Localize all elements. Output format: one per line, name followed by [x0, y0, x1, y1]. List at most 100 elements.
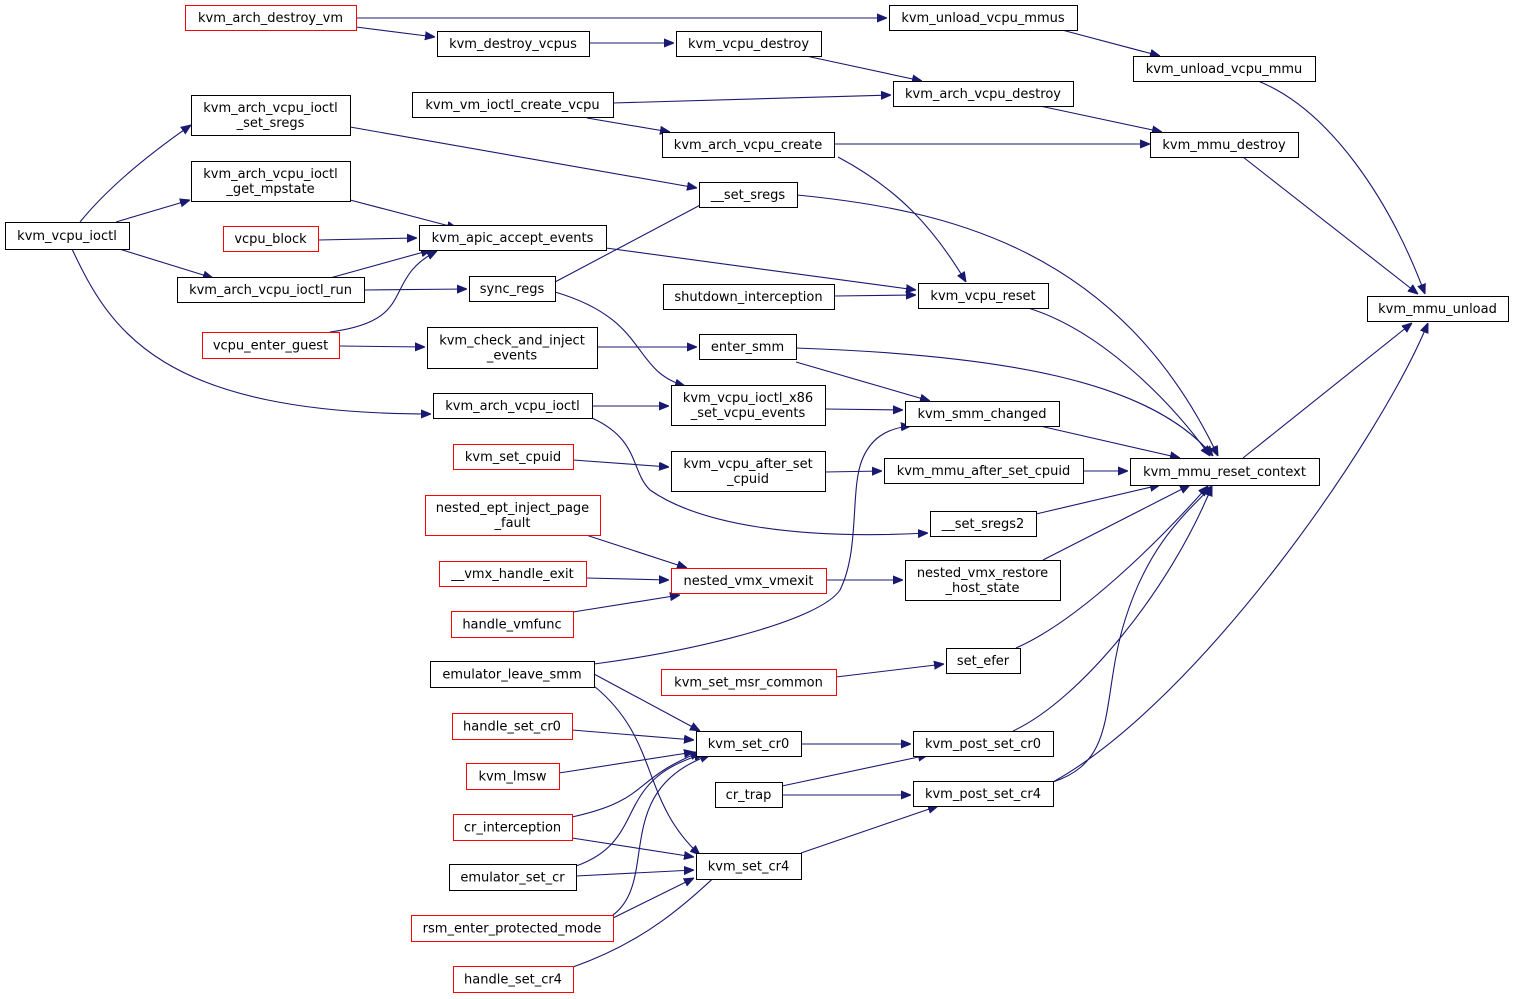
function-node-rsm-enter-protected-mode[interactable]: rsm_enter_protected_mode [411, 915, 614, 942]
function-node-kvm-mmu-unload[interactable]: kvm_mmu_unload [1367, 296, 1509, 322]
function-node-sync-regs[interactable]: sync_regs [469, 276, 556, 302]
function-node-kvm-set-cr4[interactable]: kvm_set_cr4 [696, 853, 802, 880]
function-node-kvm-arch-vcpu-ioctl-set-sregs[interactable]: kvm_arch_vcpu_ioctl_set_sregs [191, 95, 351, 136]
function-node---set-sregs[interactable]: __set_sregs [699, 182, 798, 208]
node-box [425, 495, 601, 536]
function-node-kvm-vcpu-after-set-cpuid[interactable]: kvm_vcpu_after_set_cpuid [671, 451, 826, 492]
node-box [1130, 458, 1320, 486]
node-label: kvm_mmu_unload [1378, 302, 1497, 317]
call-edge [329, 251, 437, 333]
node-box [451, 611, 574, 638]
call-edge [571, 751, 700, 818]
call-edge [1242, 323, 1412, 459]
call-edge [612, 878, 694, 919]
function-node-kvm-vcpu-destroy[interactable]: kvm_vcpu_destroy [676, 31, 822, 57]
function-node-set-efer[interactable]: set_efer [946, 648, 1021, 674]
node-label: kvm_set_cpuid [465, 450, 561, 465]
node-box [185, 5, 357, 31]
function-node-kvm-destroy-vcpus[interactable]: kvm_destroy_vcpus [437, 31, 590, 57]
function-node-kvm-check-and-inject-events[interactable]: kvm_check_and_inject_events [427, 327, 598, 369]
function-node-kvm-arch-vcpu-destroy[interactable]: kvm_arch_vcpu_destroy [893, 81, 1074, 107]
function-node-cr-trap[interactable]: cr_trap [715, 782, 783, 808]
node-label: sync_regs [480, 282, 545, 297]
call-edge [593, 426, 911, 665]
function-node-handle-set-cr0[interactable]: handle_set_cr0 [452, 713, 573, 740]
node-box [918, 283, 1049, 309]
function-node-kvm-mmu-reset-context[interactable]: kvm_mmu_reset_context [1130, 458, 1320, 486]
function-node-emulator-set-cr[interactable]: emulator_set_cr [449, 864, 577, 891]
node-box [663, 284, 835, 310]
function-node-kvm-vcpu-ioctl[interactable]: kvm_vcpu_ioctl [5, 222, 130, 250]
function-node-vcpu-block[interactable]: vcpu_block [223, 226, 319, 252]
call-edge [572, 595, 680, 613]
node-label: _set_vcpu_events [690, 406, 806, 421]
function-node-kvm-vm-ioctl-create-vcpu[interactable]: kvm_vm_ioctl_create_vcpu [412, 92, 614, 118]
node-label: kvm_set_msr_common [674, 676, 823, 691]
function-node-shutdown-interception[interactable]: shutdown_interception [663, 284, 835, 310]
function-node-kvm-mmu-after-set-cpuid[interactable]: kvm_mmu_after_set_cpuid [884, 458, 1084, 484]
function-node-kvm-set-msr-common[interactable]: kvm_set_msr_common [661, 669, 837, 696]
node-label: handle_vmfunc [462, 618, 561, 633]
node-box [696, 853, 802, 880]
function-node-kvm-lmsw[interactable]: kvm_lmsw [466, 763, 560, 790]
node-label: _cpuid [726, 472, 769, 487]
function-node-kvm-mmu-destroy[interactable]: kvm_mmu_destroy [1150, 132, 1299, 158]
call-edges [71, 18, 1428, 968]
call-edge [329, 250, 431, 279]
node-label: nested_vmx_restore [917, 566, 1048, 581]
node-box [661, 669, 837, 696]
call-edge [837, 156, 966, 282]
function-node-emulator-leave-smm[interactable]: emulator_leave_smm [430, 661, 595, 688]
function-node-enter-smm[interactable]: enter_smm [699, 334, 797, 360]
node-box [411, 915, 614, 942]
function-node-kvm-set-cr0[interactable]: kvm_set_cr0 [696, 731, 802, 757]
node-label: kvm_arch_vcpu_ioctl [203, 167, 338, 182]
node-label: kvm_smm_changed [917, 407, 1046, 422]
node-box [893, 81, 1074, 107]
call-edge [1257, 80, 1425, 294]
node-label: kvm_mmu_destroy [1162, 138, 1286, 153]
node-label: kvm_arch_vcpu_ioctl_run [189, 283, 352, 298]
function-node-kvm-arch-vcpu-create[interactable]: kvm_arch_vcpu_create [662, 132, 835, 158]
node-box [469, 276, 556, 302]
function-node-vcpu-enter-guest[interactable]: vcpu_enter_guest [202, 332, 340, 359]
node-box [453, 814, 573, 841]
function-node-handle-set-cr4[interactable]: handle_set_cr4 [453, 966, 574, 993]
function-node-nested-vmx-restore-host-state[interactable]: nested_vmx_restore_host_state [905, 560, 1061, 601]
function-node-kvm-post-set-cr0[interactable]: kvm_post_set_cr0 [913, 731, 1054, 757]
node-label: __set_sregs2 [941, 517, 1025, 532]
function-node-kvm-post-set-cr4[interactable]: kvm_post_set_cr4 [913, 781, 1054, 807]
function-node-handle-vmfunc[interactable]: handle_vmfunc [451, 611, 574, 638]
call-edge [591, 417, 928, 535]
function-node-kvm-smm-changed[interactable]: kvm_smm_changed [905, 401, 1060, 427]
call-edge [317, 238, 417, 240]
function-node-kvm-set-cpuid[interactable]: kvm_set_cpuid [453, 444, 574, 470]
function-node-kvm-arch-vcpu-ioctl-run[interactable]: kvm_arch_vcpu_ioctl_run [177, 277, 365, 303]
function-node-kvm-arch-destroy-vm[interactable]: kvm_arch_destroy_vm [185, 5, 357, 31]
function-node-nested-vmx-vmexit[interactable]: nested_vmx_vmexit [671, 568, 827, 594]
node-box [889, 5, 1078, 31]
function-node-kvm-arch-vcpu-ioctl-get-mpstate[interactable]: kvm_arch_vcpu_ioctl_get_mpstate [191, 161, 351, 202]
node-box [1150, 132, 1299, 158]
node-label: rsm_enter_protected_mode [423, 922, 602, 937]
function-node---vmx-handle-exit[interactable]: __vmx_handle_exit [439, 561, 587, 587]
node-box [905, 560, 1061, 601]
node-label: kvm_check_and_inject [439, 334, 585, 349]
function-node---set-sregs2[interactable]: __set_sregs2 [930, 511, 1037, 537]
function-node-nested-ept-inject-page-fault[interactable]: nested_ept_inject_page_fault [425, 495, 601, 536]
call-edge [115, 247, 213, 278]
function-node-kvm-unload-vcpu-mmu[interactable]: kvm_unload_vcpu_mmu [1133, 56, 1316, 82]
call-edge [796, 194, 1218, 456]
function-node-kvm-vcpu-reset[interactable]: kvm_vcpu_reset [918, 283, 1049, 309]
function-node-kvm-apic-accept-events[interactable]: kvm_apic_accept_events [419, 225, 607, 251]
node-label: emulator_set_cr [460, 871, 565, 886]
call-edge [833, 295, 916, 296]
function-node-kvm-arch-vcpu-ioctl[interactable]: kvm_arch_vcpu_ioctl [433, 393, 593, 419]
function-node-cr-interception[interactable]: cr_interception [453, 814, 573, 841]
node-label: kvm_arch_vcpu_ioctl [203, 101, 338, 116]
node-label: emulator_leave_smm [442, 668, 581, 683]
function-node-kvm-vcpu-ioctl-x86-set-vcpu-events[interactable]: kvm_vcpu_ioctl_x86_set_vcpu_events [671, 385, 826, 426]
call-edge [586, 117, 670, 132]
function-node-kvm-unload-vcpu-mmus[interactable]: kvm_unload_vcpu_mmus [889, 5, 1078, 31]
call-edge [781, 755, 928, 787]
